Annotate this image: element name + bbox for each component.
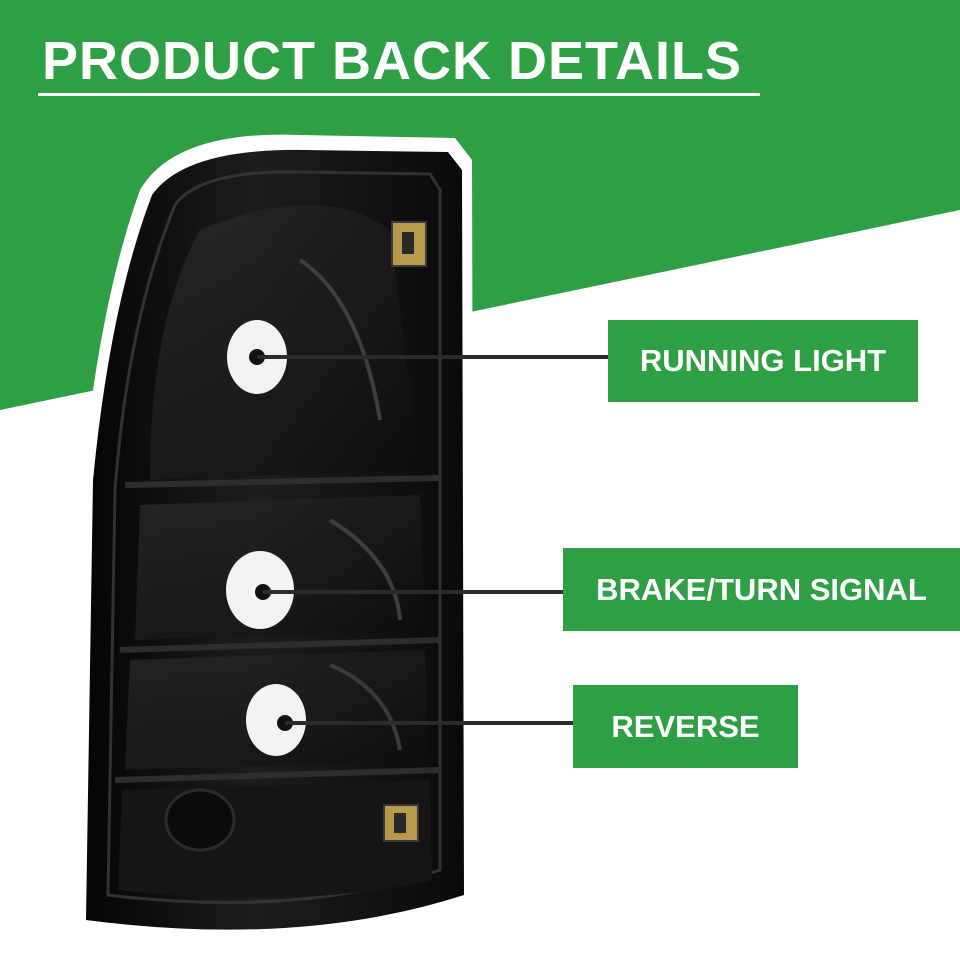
brake-turn-signal-label: BRAKE/TURN SIGNAL bbox=[563, 548, 960, 631]
running-light-label: RUNNING LIGHT bbox=[608, 320, 918, 402]
page-title: PRODUCT BACK DETAILS bbox=[42, 31, 742, 91]
reverse-label: REVERSE bbox=[573, 685, 798, 768]
title-underline bbox=[38, 93, 760, 96]
reverse-socket bbox=[246, 684, 306, 756]
running-light-cup bbox=[150, 205, 420, 480]
